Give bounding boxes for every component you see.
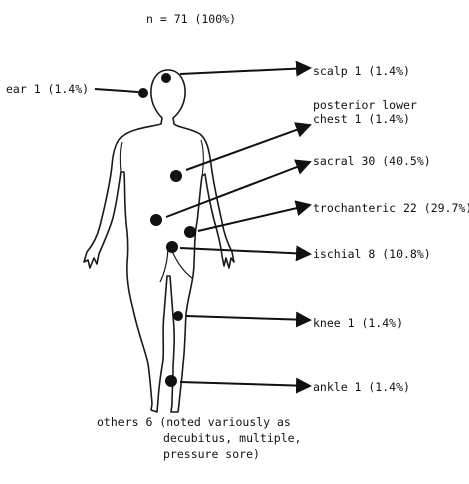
arm-inner-right (201, 140, 203, 176)
posterior-lower-chest-label: posterior lower chest 1 (1.4%) (313, 98, 417, 126)
ankle-leader (180, 382, 310, 386)
scalp-label: scalp 1 (1.4%) (313, 64, 410, 78)
others-line3: pressure sore) (97, 446, 301, 462)
others-line2: decubitus, multiple, (97, 430, 301, 446)
knee-marker (173, 311, 183, 321)
ear-marker (138, 88, 148, 98)
knee-label: knee 1 (1.4%) (313, 316, 403, 330)
others-line1: others 6 (noted variously as (97, 414, 301, 430)
chest-leader (186, 125, 310, 170)
scalp-marker (161, 73, 171, 83)
chest-marker (170, 170, 182, 182)
scalp-leader (180, 68, 310, 74)
arm-inner-left (120, 142, 122, 172)
ischial-leader (180, 248, 310, 254)
sacral-label: sacral 30 (40.5%) (313, 154, 431, 168)
ankle-label: ankle 1 (1.4%) (313, 380, 410, 394)
sore-markers (138, 73, 196, 387)
trochanteric-label: trochanteric 22 (29.7%) (313, 201, 469, 215)
chest-label-line1: posterior lower (313, 98, 417, 112)
others-label: others 6 (noted variously as decubitus, … (97, 414, 301, 462)
chest-label-line2: chest 1 (1.4%) (313, 112, 417, 126)
leader-lines (95, 68, 310, 386)
body-outline (84, 70, 234, 412)
ischial-marker (166, 241, 178, 253)
trochanteric-leader (198, 205, 310, 231)
sacral-marker (150, 214, 162, 226)
ischial-label: ischial 8 (10.8%) (313, 247, 431, 261)
ankle-marker (165, 375, 177, 387)
knee-leader (186, 316, 310, 320)
trochanteric-marker (184, 226, 196, 238)
total-count-label: n = 71 (100%) (146, 12, 236, 26)
ear-label: ear 1 (1.4%) (6, 82, 89, 96)
ear-leader (95, 89, 138, 92)
